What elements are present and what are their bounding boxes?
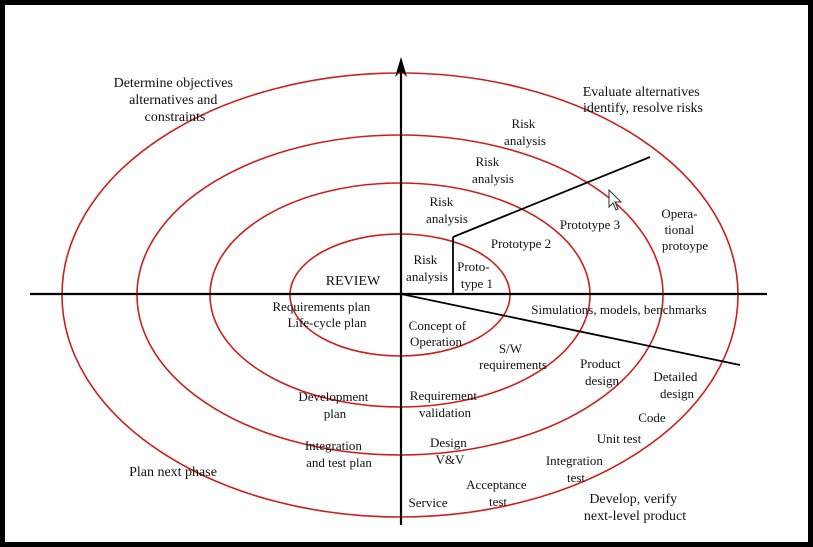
evaluate-alternatives-label: Evaluate alternatives identify, resolve … bbox=[583, 85, 704, 116]
prototype-2-label: Prototype 2 bbox=[491, 236, 551, 251]
risk-analysis-label-second: Risk analysis bbox=[426, 194, 468, 226]
integration-test-label: Integration test bbox=[546, 453, 606, 485]
unit-test-label: Unit test bbox=[597, 431, 642, 446]
concept-of-operation-label: Concept of Operation bbox=[409, 318, 470, 349]
plan-next-phase-label: Plan next phase bbox=[129, 465, 217, 480]
develop-verify-label: Develop, verify next-level product bbox=[584, 492, 686, 524]
axes bbox=[30, 57, 767, 525]
service-label: Service bbox=[409, 495, 448, 510]
mouse-pointer-icon bbox=[608, 188, 623, 211]
requirement-validation-label: Requirement validation bbox=[410, 388, 480, 420]
risk-analysis-label-inner: Risk analysis bbox=[406, 252, 448, 284]
simulations-label: Simulations, models, benchmarks bbox=[531, 302, 706, 317]
integration-test-plan-label: Integration and test plan bbox=[305, 438, 372, 470]
vertical-axis-arrowhead bbox=[395, 57, 407, 77]
product-design-label: Product design bbox=[580, 356, 624, 388]
code-label: Code bbox=[638, 410, 666, 425]
detailed-design-label: Detailed design bbox=[653, 369, 700, 401]
operational-prototype-label: Opera- tional protoype bbox=[661, 206, 708, 253]
acceptance-test-label: Acceptance test bbox=[466, 477, 530, 509]
sw-requirements-label: S/W requirements bbox=[479, 341, 547, 372]
prototype-1-label: Proto- type 1 bbox=[457, 259, 493, 291]
review-label: REVIEW bbox=[326, 274, 381, 289]
diagram-panel: Determine objectives alternatives and co… bbox=[5, 5, 808, 542]
development-plan-label: Development plan bbox=[298, 389, 371, 421]
risk-analysis-label-outer: Risk analysis bbox=[504, 116, 546, 148]
development-divider-line bbox=[400, 293, 741, 366]
divider-lines bbox=[400, 156, 741, 366]
spiral-model-diagram: Determine objectives alternatives and co… bbox=[30, 57, 767, 525]
requirements-plan-label: Requirements plan Life-cycle plan bbox=[272, 299, 373, 330]
determine-objectives-label: Determine objectives alternatives and co… bbox=[114, 76, 237, 125]
design-vv-label: Design V&V bbox=[430, 435, 470, 467]
prototype-divider-line bbox=[452, 156, 651, 238]
prototype-3-label: Prototype 3 bbox=[560, 217, 620, 232]
risk-analysis-label-third: Risk analysis bbox=[472, 154, 514, 186]
